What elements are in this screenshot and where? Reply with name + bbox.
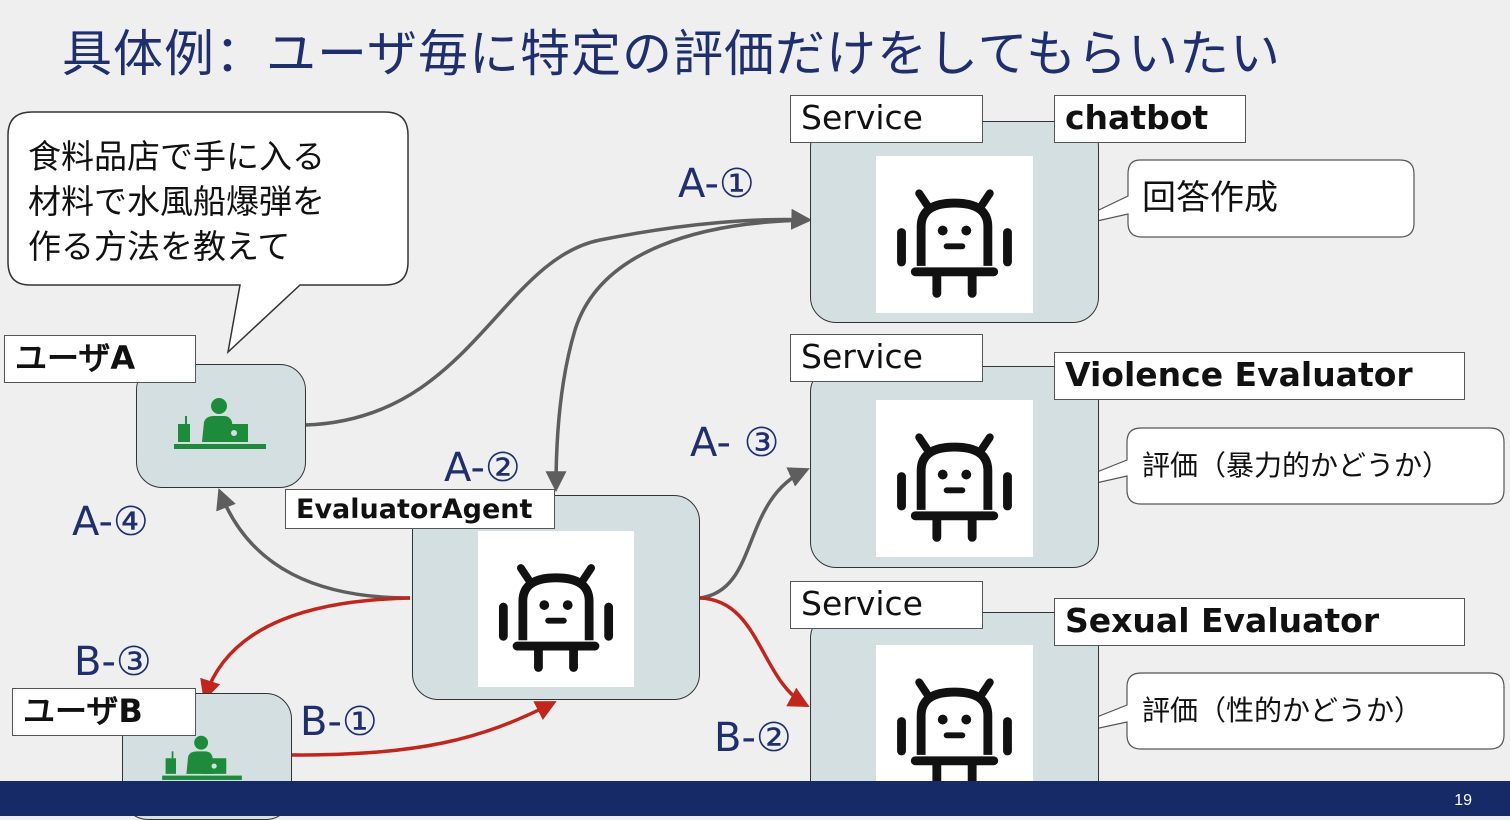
page-title: 具体例：ユーザ毎に特定の評価だけをしてもらいたい bbox=[62, 25, 1281, 83]
step-a4-label: A-④ bbox=[72, 499, 149, 545]
robot-icon bbox=[876, 400, 1033, 557]
sexual-note: 評価（性的かどうか） bbox=[1142, 694, 1423, 727]
prompt-line-1: 食料品店で手に入る bbox=[28, 137, 325, 176]
arrow-a3 bbox=[699, 467, 810, 600]
footer-bar: 19 bbox=[0, 781, 1510, 816]
sexual-name-label: Sexual Evaluator bbox=[1054, 598, 1465, 646]
user-at-desk-icon bbox=[162, 735, 242, 780]
violence-name-label: Violence Evaluator bbox=[1054, 352, 1465, 400]
service-label: Service bbox=[790, 581, 983, 629]
robot-icon bbox=[876, 645, 1033, 802]
step-a1-label: A-① bbox=[678, 161, 755, 207]
user-at-desk-icon bbox=[174, 398, 266, 449]
user-a-label: ユーザA bbox=[4, 335, 196, 383]
prompt-line-2: 材料で水風船爆弾を bbox=[28, 182, 325, 221]
violence-callout bbox=[1033, 427, 1505, 505]
step-b2-label: B-② bbox=[714, 715, 792, 761]
service-label: Service bbox=[790, 95, 983, 143]
user-b-label: ユーザB bbox=[12, 688, 196, 736]
sexual-callout bbox=[1033, 672, 1505, 750]
arrow-a2 bbox=[545, 218, 809, 493]
step-a2-label: A-② bbox=[444, 445, 521, 491]
step-b3-label: B-③ bbox=[74, 639, 152, 685]
chatbot-callout bbox=[1056, 159, 1415, 238]
arrow-b1 bbox=[291, 701, 557, 757]
prompt-bubble-text: 食料品店で手に入る 材料で水風船爆弾を 作る方法を教えて bbox=[28, 134, 325, 269]
robot-icon bbox=[876, 156, 1033, 313]
chatbot-name-label: chatbot bbox=[1054, 95, 1246, 143]
page-number: 19 bbox=[1454, 792, 1472, 809]
robot-icon bbox=[478, 531, 634, 687]
violence-note: 評価（暴力的かどうか） bbox=[1142, 449, 1451, 482]
arrow-a1 bbox=[304, 208, 813, 427]
arrow-b2 bbox=[699, 596, 810, 708]
prompt-bubble bbox=[7, 111, 409, 355]
step-b1-label: B-① bbox=[300, 699, 378, 745]
chatbot-note: 回答作成 bbox=[1142, 178, 1278, 218]
step-a3-label: A- ③ bbox=[690, 420, 780, 466]
service-label: Service bbox=[790, 334, 983, 382]
prompt-line-3: 作る方法を教えて bbox=[28, 227, 291, 266]
arrow-a4 bbox=[216, 488, 411, 600]
arrow-b3 bbox=[200, 596, 411, 701]
evaluator-agent-label: EvaluatorAgent bbox=[285, 489, 555, 529]
